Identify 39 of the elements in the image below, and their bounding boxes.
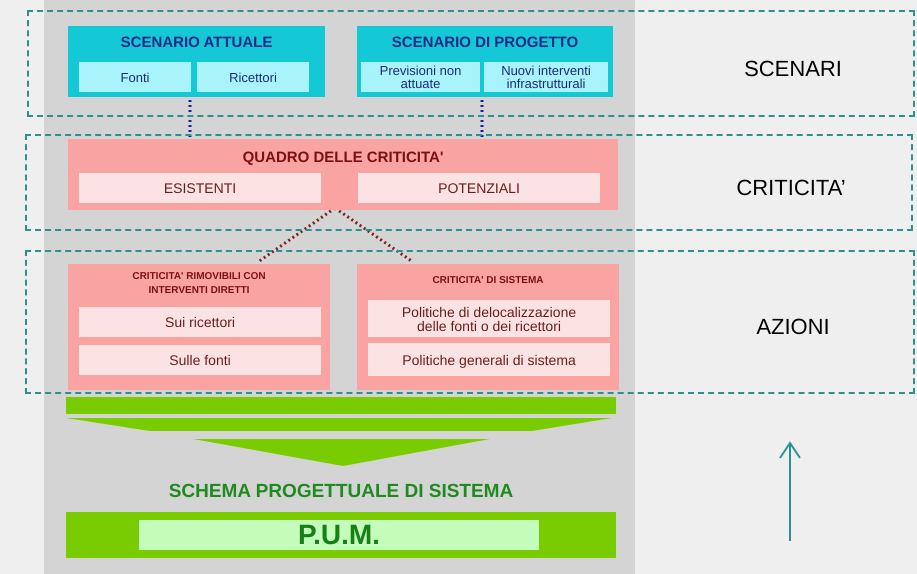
band-label: CRITICITA’ <box>735 174 847 202</box>
box-label: Politiche di delocalizzazione delle fonti o dei ricettori <box>400 304 578 332</box>
criticality-box <box>68 139 618 210</box>
box-label: Nuovi interventi infrastrutturali <box>500 64 592 90</box>
sub-box <box>79 173 321 203</box>
sub-box <box>484 62 608 92</box>
box-label: Previsioni non attuate <box>378 64 462 90</box>
dashed-band <box>27 10 915 117</box>
band-label: SCENARI <box>743 54 843 82</box>
result-heading: SCHEMA PROGETTUALE DI SISTEMA <box>168 480 514 504</box>
box-title: SCENARIO ATTUALE <box>120 33 274 53</box>
sub-box <box>368 343 610 376</box>
sub-box <box>79 345 321 375</box>
sub-box <box>197 62 309 92</box>
result-box <box>139 520 539 550</box>
box-title: CRITICITA' DI SISTEMA <box>431 274 545 288</box>
dashed-band <box>25 250 915 394</box>
box-label: POTENZIALI <box>437 181 521 195</box>
box-title: SCENARIO DI PROGETTO <box>390 33 580 53</box>
box-label: Fonti <box>120 70 150 84</box>
band-label: AZIONI <box>755 313 831 341</box>
sub-box <box>358 173 600 203</box>
sub-box <box>79 62 191 92</box>
dashed-band <box>25 134 913 231</box>
scenario-box <box>68 26 325 97</box>
sub-box <box>79 307 321 337</box>
criticality-box <box>68 264 330 390</box>
result-label: P.U.M. <box>298 518 380 552</box>
box-label: ESISTENTI <box>162 181 238 195</box>
box-title: CRITICITA' RIMOVIBILI CON INTERVENTI DIRETTI <box>131 270 267 298</box>
sub-box <box>368 300 610 337</box>
box-label: Sui ricettori <box>164 315 236 329</box>
box-title: QUADRO DELLE CRITICITA' <box>242 148 444 168</box>
box-label: Ricettori <box>228 70 278 84</box>
box-label: Politiche generali di sistema <box>401 352 577 366</box>
box-label: Sulle fonti <box>168 353 232 367</box>
sub-box <box>361 62 480 92</box>
criticality-box <box>357 264 619 390</box>
scenario-box <box>357 26 613 97</box>
